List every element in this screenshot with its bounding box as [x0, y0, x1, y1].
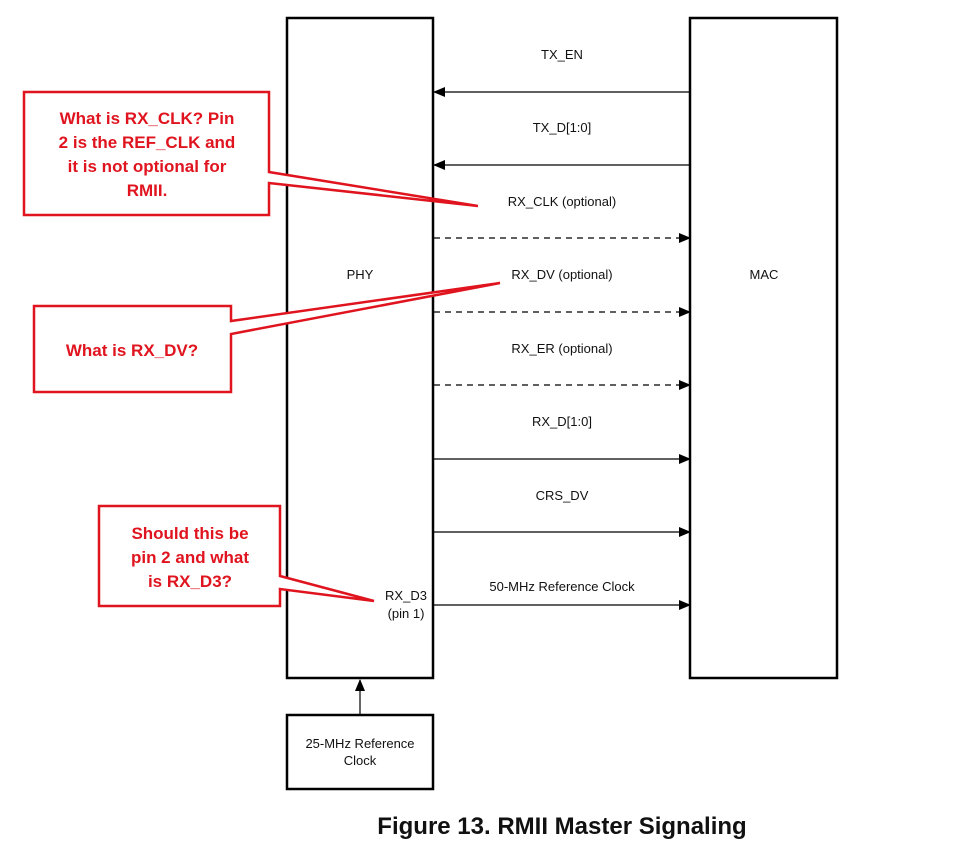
callout-rx-dv: [32, 281, 501, 394]
callout-rx-clk: [22, 90, 479, 217]
ref-clock-label-line1: 25-MHz Reference: [305, 736, 414, 751]
callout-rx-d3-line3: is RX_D3?: [148, 572, 232, 591]
callout-rx-d3-line1: Should this be: [131, 524, 248, 543]
phy-label: PHY: [347, 267, 374, 282]
callout-rx-clk-line1: What is RX_CLK? Pin: [60, 109, 235, 128]
signal-label-rx-dv: RX_DV (optional): [511, 267, 612, 282]
signal-label-rx-d: RX_D[1:0]: [532, 414, 592, 429]
figure-caption: Figure 13. RMII Master Signaling: [377, 813, 746, 840]
callout-rx-clk-line4: RMII.: [127, 181, 168, 200]
mac-label: MAC: [750, 267, 779, 282]
signal-label-tx-en: TX_EN: [541, 47, 583, 62]
signal-label-ref-clock: 50-MHz Reference Clock: [489, 579, 635, 594]
callout-rx-d3: [97, 504, 375, 608]
signal-label-crs-dv: CRS_DV: [536, 488, 589, 503]
phy-block: [285, 16, 435, 680]
signal-label-rx-er: RX_ER (optional): [511, 341, 612, 356]
callout-rx-d3-line2: pin 2 and what: [131, 548, 249, 567]
signal-label-tx-d: TX_D[1:0]: [533, 120, 592, 135]
signal-label-rx-clk: RX_CLK (optional): [508, 194, 616, 209]
pin-label-line1: RX_D3: [385, 588, 427, 603]
ref-clock-label-line2: Clock: [344, 753, 377, 768]
callout-rx-dv-line1: What is RX_DV?: [66, 341, 198, 360]
callout-rx-clk-line3: it is not optional for: [68, 157, 227, 176]
mac-block: [688, 16, 839, 680]
ref-clock-block: [285, 713, 435, 791]
pin-label-line2: (pin 1): [388, 606, 425, 621]
callout-rx-clk-line2: 2 is the REF_CLK and: [59, 133, 236, 152]
